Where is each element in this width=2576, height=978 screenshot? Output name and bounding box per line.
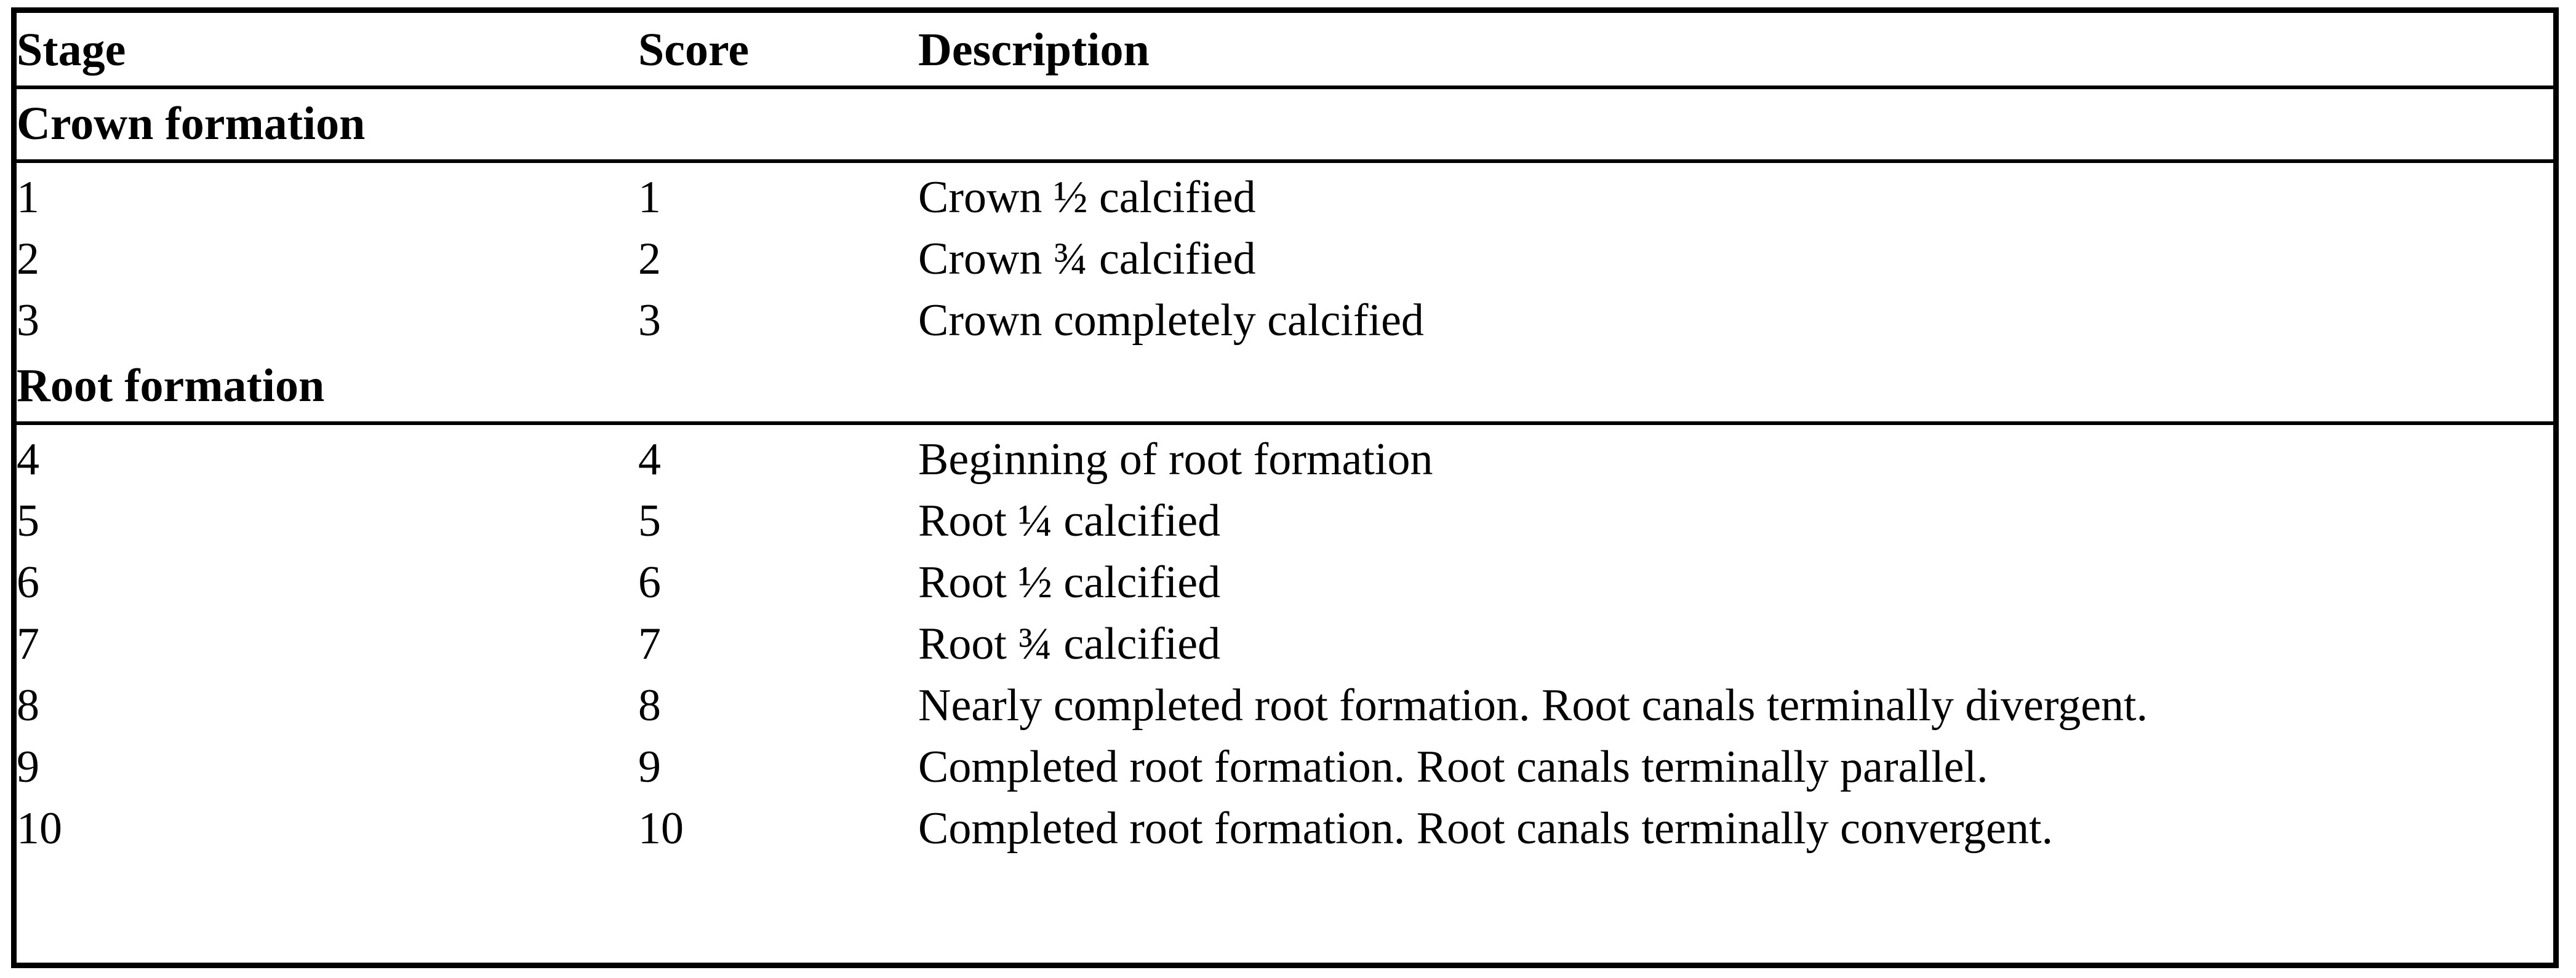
table-row: 4 4 Beginning of root formation <box>17 423 2553 490</box>
table-row: 1 1 Crown ½ calcified <box>17 161 2553 228</box>
table-header-row: Stage Score Description <box>17 13 2553 87</box>
table-row: 10 10 Completed root formation. Root can… <box>17 798 2553 859</box>
cell-score: 3 <box>638 295 661 346</box>
cell-score: 5 <box>638 496 661 546</box>
cell-description: Root ¼ calcified <box>918 496 1221 546</box>
cell-description: Crown ½ calcified <box>918 172 1256 223</box>
cell-stage: 10 <box>17 803 62 854</box>
cell-description: Completed root formation. Root canals te… <box>918 742 1988 792</box>
cell-score: 10 <box>638 803 684 854</box>
cell-description: Beginning of root formation <box>918 434 1433 485</box>
section-title: Root formation <box>17 360 325 411</box>
cell-stage: 3 <box>17 295 39 346</box>
table-row: 7 7 Root ¾ calcified <box>17 613 2553 675</box>
cell-description: Nearly completed root formation. Root ca… <box>918 680 2148 731</box>
section-header-root-formation: Root formation <box>17 351 2553 423</box>
cell-score: 6 <box>638 557 661 608</box>
table-row: 2 2 Crown ¾ calcified <box>17 228 2553 290</box>
column-header-stage: Stage <box>17 24 126 76</box>
cell-score: 8 <box>638 680 661 731</box>
cell-description: Root ½ calcified <box>918 557 1221 608</box>
cell-description: Completed root formation. Root canals te… <box>918 803 2054 854</box>
cell-stage: 9 <box>17 742 39 792</box>
cell-stage: 6 <box>17 557 39 608</box>
table-body: Stage Score Description Crown formation … <box>17 13 2553 859</box>
cell-score: 7 <box>638 619 661 669</box>
column-header-description: Description <box>918 24 1150 76</box>
column-header-score: Score <box>638 24 750 76</box>
cell-score: 9 <box>638 742 661 792</box>
tooth-development-grading-table: Stage Score Description Crown formation … <box>17 13 2553 859</box>
table-row: 5 5 Root ¼ calcified <box>17 490 2553 552</box>
cell-description: Crown completely calcified <box>918 295 1424 346</box>
cell-stage: 2 <box>17 234 39 284</box>
cell-stage: 4 <box>17 434 39 485</box>
cell-stage: 8 <box>17 680 39 731</box>
table-row: 3 3 Crown completely calcified <box>17 290 2553 351</box>
cell-stage: 7 <box>17 619 39 669</box>
table-row: 8 8 Nearly completed root formation. Roo… <box>17 675 2553 736</box>
cell-score: 2 <box>638 234 661 284</box>
cell-stage: 1 <box>17 172 39 223</box>
grading-table-container: Stage Score Description Crown formation … <box>11 7 2559 968</box>
cell-description: Root ¾ calcified <box>918 619 1221 669</box>
cell-description: Crown ¾ calcified <box>918 234 1256 284</box>
cell-stage: 5 <box>17 496 39 546</box>
cell-score: 1 <box>638 172 661 223</box>
section-title: Crown formation <box>17 98 366 149</box>
table-row: 6 6 Root ½ calcified <box>17 552 2553 613</box>
cell-score: 4 <box>638 434 661 485</box>
section-header-crown-formation: Crown formation <box>17 87 2553 161</box>
table-row: 9 9 Completed root formation. Root canal… <box>17 736 2553 798</box>
